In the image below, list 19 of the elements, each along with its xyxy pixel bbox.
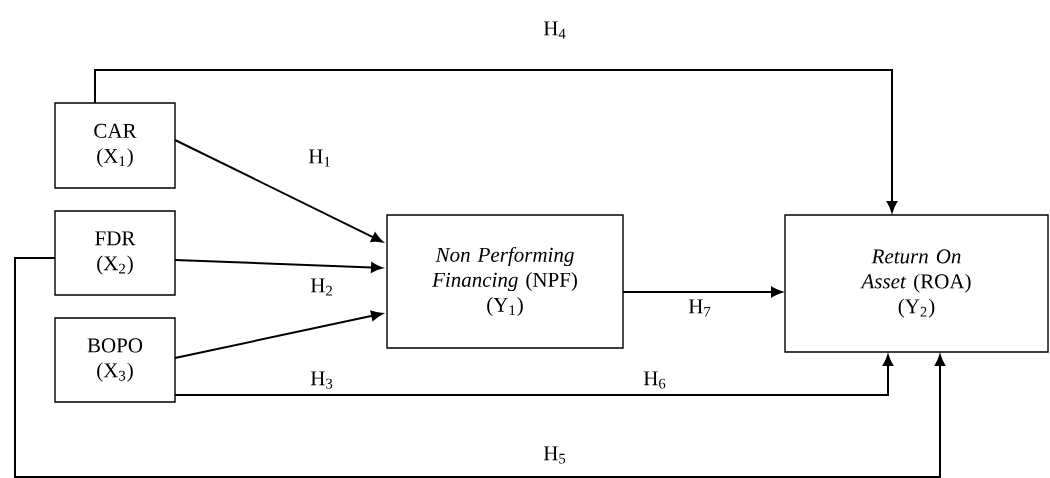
edge-label: H$_{2}$ xyxy=(308,276,336,298)
edge-label: H$_{7}$ xyxy=(686,297,714,319)
arrow xyxy=(622,286,783,298)
arrow xyxy=(94,69,898,213)
edge-label: H$_{5}$ xyxy=(541,444,569,466)
edge-label: H$_{1}$ xyxy=(306,147,334,169)
variable-box: Non Performing Financing (NPF) (Y$_{1}$) xyxy=(386,214,624,349)
arrow xyxy=(174,310,383,359)
arrow xyxy=(14,257,946,478)
variable-box: FDR (X$_{2}$) xyxy=(54,210,176,296)
variable-box: Return On Asset (ROA) (Y$_{2}$) xyxy=(784,214,1049,353)
variable-box: BOPO (X$_{3}$) xyxy=(54,317,176,403)
arrow xyxy=(174,354,894,396)
edge-label: H$_{6}$ xyxy=(641,369,669,391)
hypothesis-label: H$_{3}$ xyxy=(310,371,333,389)
arrow xyxy=(174,139,383,243)
arrow xyxy=(174,259,383,273)
variable-box: CAR (X$_{1}$) xyxy=(54,102,176,189)
edge-label: H$_{4}$ xyxy=(541,19,569,41)
